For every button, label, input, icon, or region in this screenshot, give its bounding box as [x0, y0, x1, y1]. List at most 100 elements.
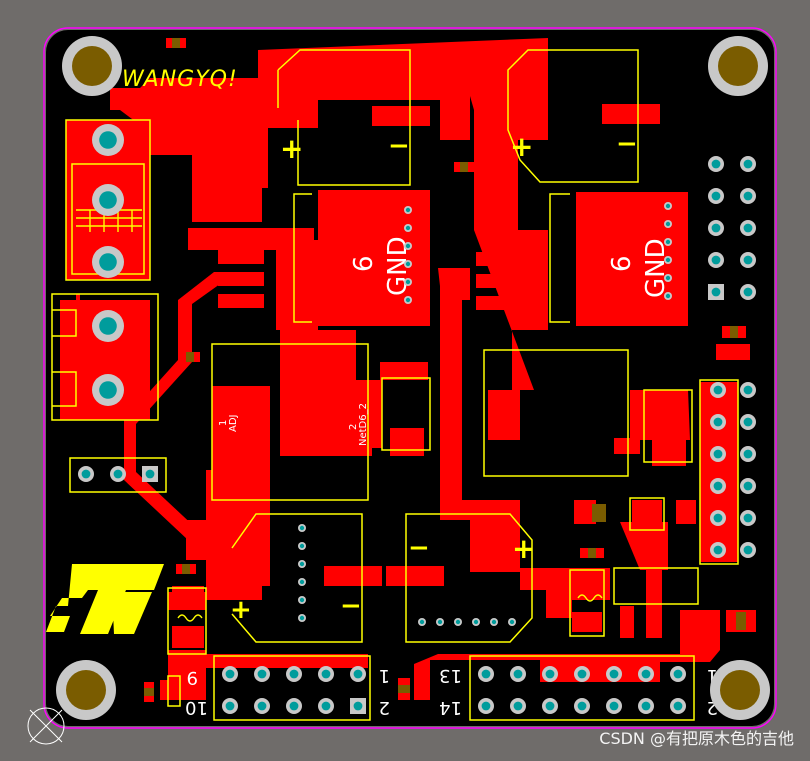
cap-d-minus: −: [408, 533, 430, 563]
pad-sm4: [572, 572, 602, 592]
th-pad: [710, 382, 726, 398]
cap-b-plus: +: [510, 130, 533, 163]
hdr-left-2: 2: [379, 697, 390, 718]
pour-right-mid-pad: [488, 390, 520, 440]
th-pad: [740, 382, 756, 398]
th-pad: [510, 698, 526, 714]
th-pad: [478, 666, 494, 682]
th-pad: [510, 666, 526, 682]
hdr-left-9: 9: [187, 667, 198, 688]
cap-a-plus: +: [280, 132, 303, 165]
th-pad: [478, 698, 494, 714]
th-pad: [92, 374, 124, 406]
cap-a-minus: −: [388, 131, 410, 161]
th-pad: [472, 618, 480, 626]
th-pad: [142, 466, 158, 482]
mount-hole-bl: [56, 660, 116, 720]
th-pad: [710, 542, 726, 558]
th-pad: [298, 524, 306, 532]
cap-c-plus: +: [230, 595, 252, 625]
cap-b-minus: −: [616, 129, 638, 159]
cap-pad-a1: [372, 106, 430, 126]
mount-hole-br: [710, 660, 770, 720]
reg-pin-b2: [476, 274, 522, 288]
th-pad: [436, 618, 444, 626]
th-pad: [740, 478, 756, 494]
th-pad: [710, 510, 726, 526]
th-pad: [110, 466, 126, 482]
th-pad: [664, 292, 672, 300]
th-pad: [318, 666, 334, 682]
th-pad: [740, 542, 756, 558]
pad-sm8: [172, 626, 204, 648]
th-pad: [574, 666, 590, 682]
th-pad: [254, 698, 270, 714]
board-name-silk: WANGYQ!: [122, 67, 238, 92]
th-pad: [740, 188, 756, 204]
th-pad: [708, 156, 724, 172]
th-pad: [222, 666, 238, 682]
th-pad: [708, 252, 724, 268]
th-pad: [92, 246, 124, 278]
th-pad: [404, 296, 412, 304]
th-pad: [740, 252, 756, 268]
cap-c-minus: −: [340, 591, 362, 621]
th-pad: [664, 274, 672, 282]
th-pad: [664, 238, 672, 246]
th-pad: [298, 596, 306, 604]
th-pad: [740, 510, 756, 526]
th-pad: [404, 260, 412, 268]
th-pad: [92, 310, 124, 342]
mount-hole-tl: [62, 36, 122, 96]
th-pad: [404, 224, 412, 232]
diode-pad-a: [390, 428, 424, 456]
th-pad: [740, 220, 756, 236]
th-pad: [708, 188, 724, 204]
th-pad: [638, 698, 654, 714]
th-pad: [454, 618, 462, 626]
th-pad: [740, 156, 756, 172]
th-pad: [740, 446, 756, 462]
hdr-right-14: 14: [439, 697, 462, 718]
th-pad: [92, 124, 124, 156]
reg-pin-b1: [476, 252, 522, 266]
th-pad: [222, 698, 238, 714]
cap-pad-c2: [386, 566, 444, 586]
hdr-left-1: 1: [379, 665, 390, 686]
pour-right-column: [700, 382, 738, 562]
th-pad: [350, 698, 366, 714]
pad-sm5: [572, 612, 602, 632]
th-pad: [740, 284, 756, 300]
reg-pin-a1: [218, 250, 264, 264]
th-pad: [606, 698, 622, 714]
th-pad: [286, 666, 302, 682]
th-pad: [664, 256, 672, 264]
csdn-watermark: CSDN @有把原木色的吉他: [599, 725, 794, 749]
th-pad: [710, 446, 726, 462]
hdr-right-13: 13: [439, 665, 462, 686]
pad-sm6: [620, 606, 634, 638]
th-pad: [404, 242, 412, 250]
th-pad: [92, 184, 124, 216]
th-pad: [418, 618, 426, 626]
th-pad: [286, 698, 302, 714]
th-pad: [254, 666, 270, 682]
th-pad: [670, 698, 686, 714]
th-pad: [708, 284, 724, 300]
th-pad: [574, 698, 590, 714]
ldo-b-net: GND: [641, 238, 671, 298]
th-pad: [740, 414, 756, 430]
pad-sm2: [676, 500, 696, 524]
hdr-left-10: 10: [185, 697, 208, 718]
ldo-a-number: 6: [349, 255, 379, 272]
th-pad: [664, 220, 672, 228]
pad-right-small: [716, 344, 750, 360]
pad-sm3: [632, 500, 662, 526]
th-pad: [542, 666, 558, 682]
th-pad: [710, 478, 726, 494]
th-pad: [508, 618, 516, 626]
mount-hole-tr: [708, 36, 768, 96]
th-pad: [298, 560, 306, 568]
